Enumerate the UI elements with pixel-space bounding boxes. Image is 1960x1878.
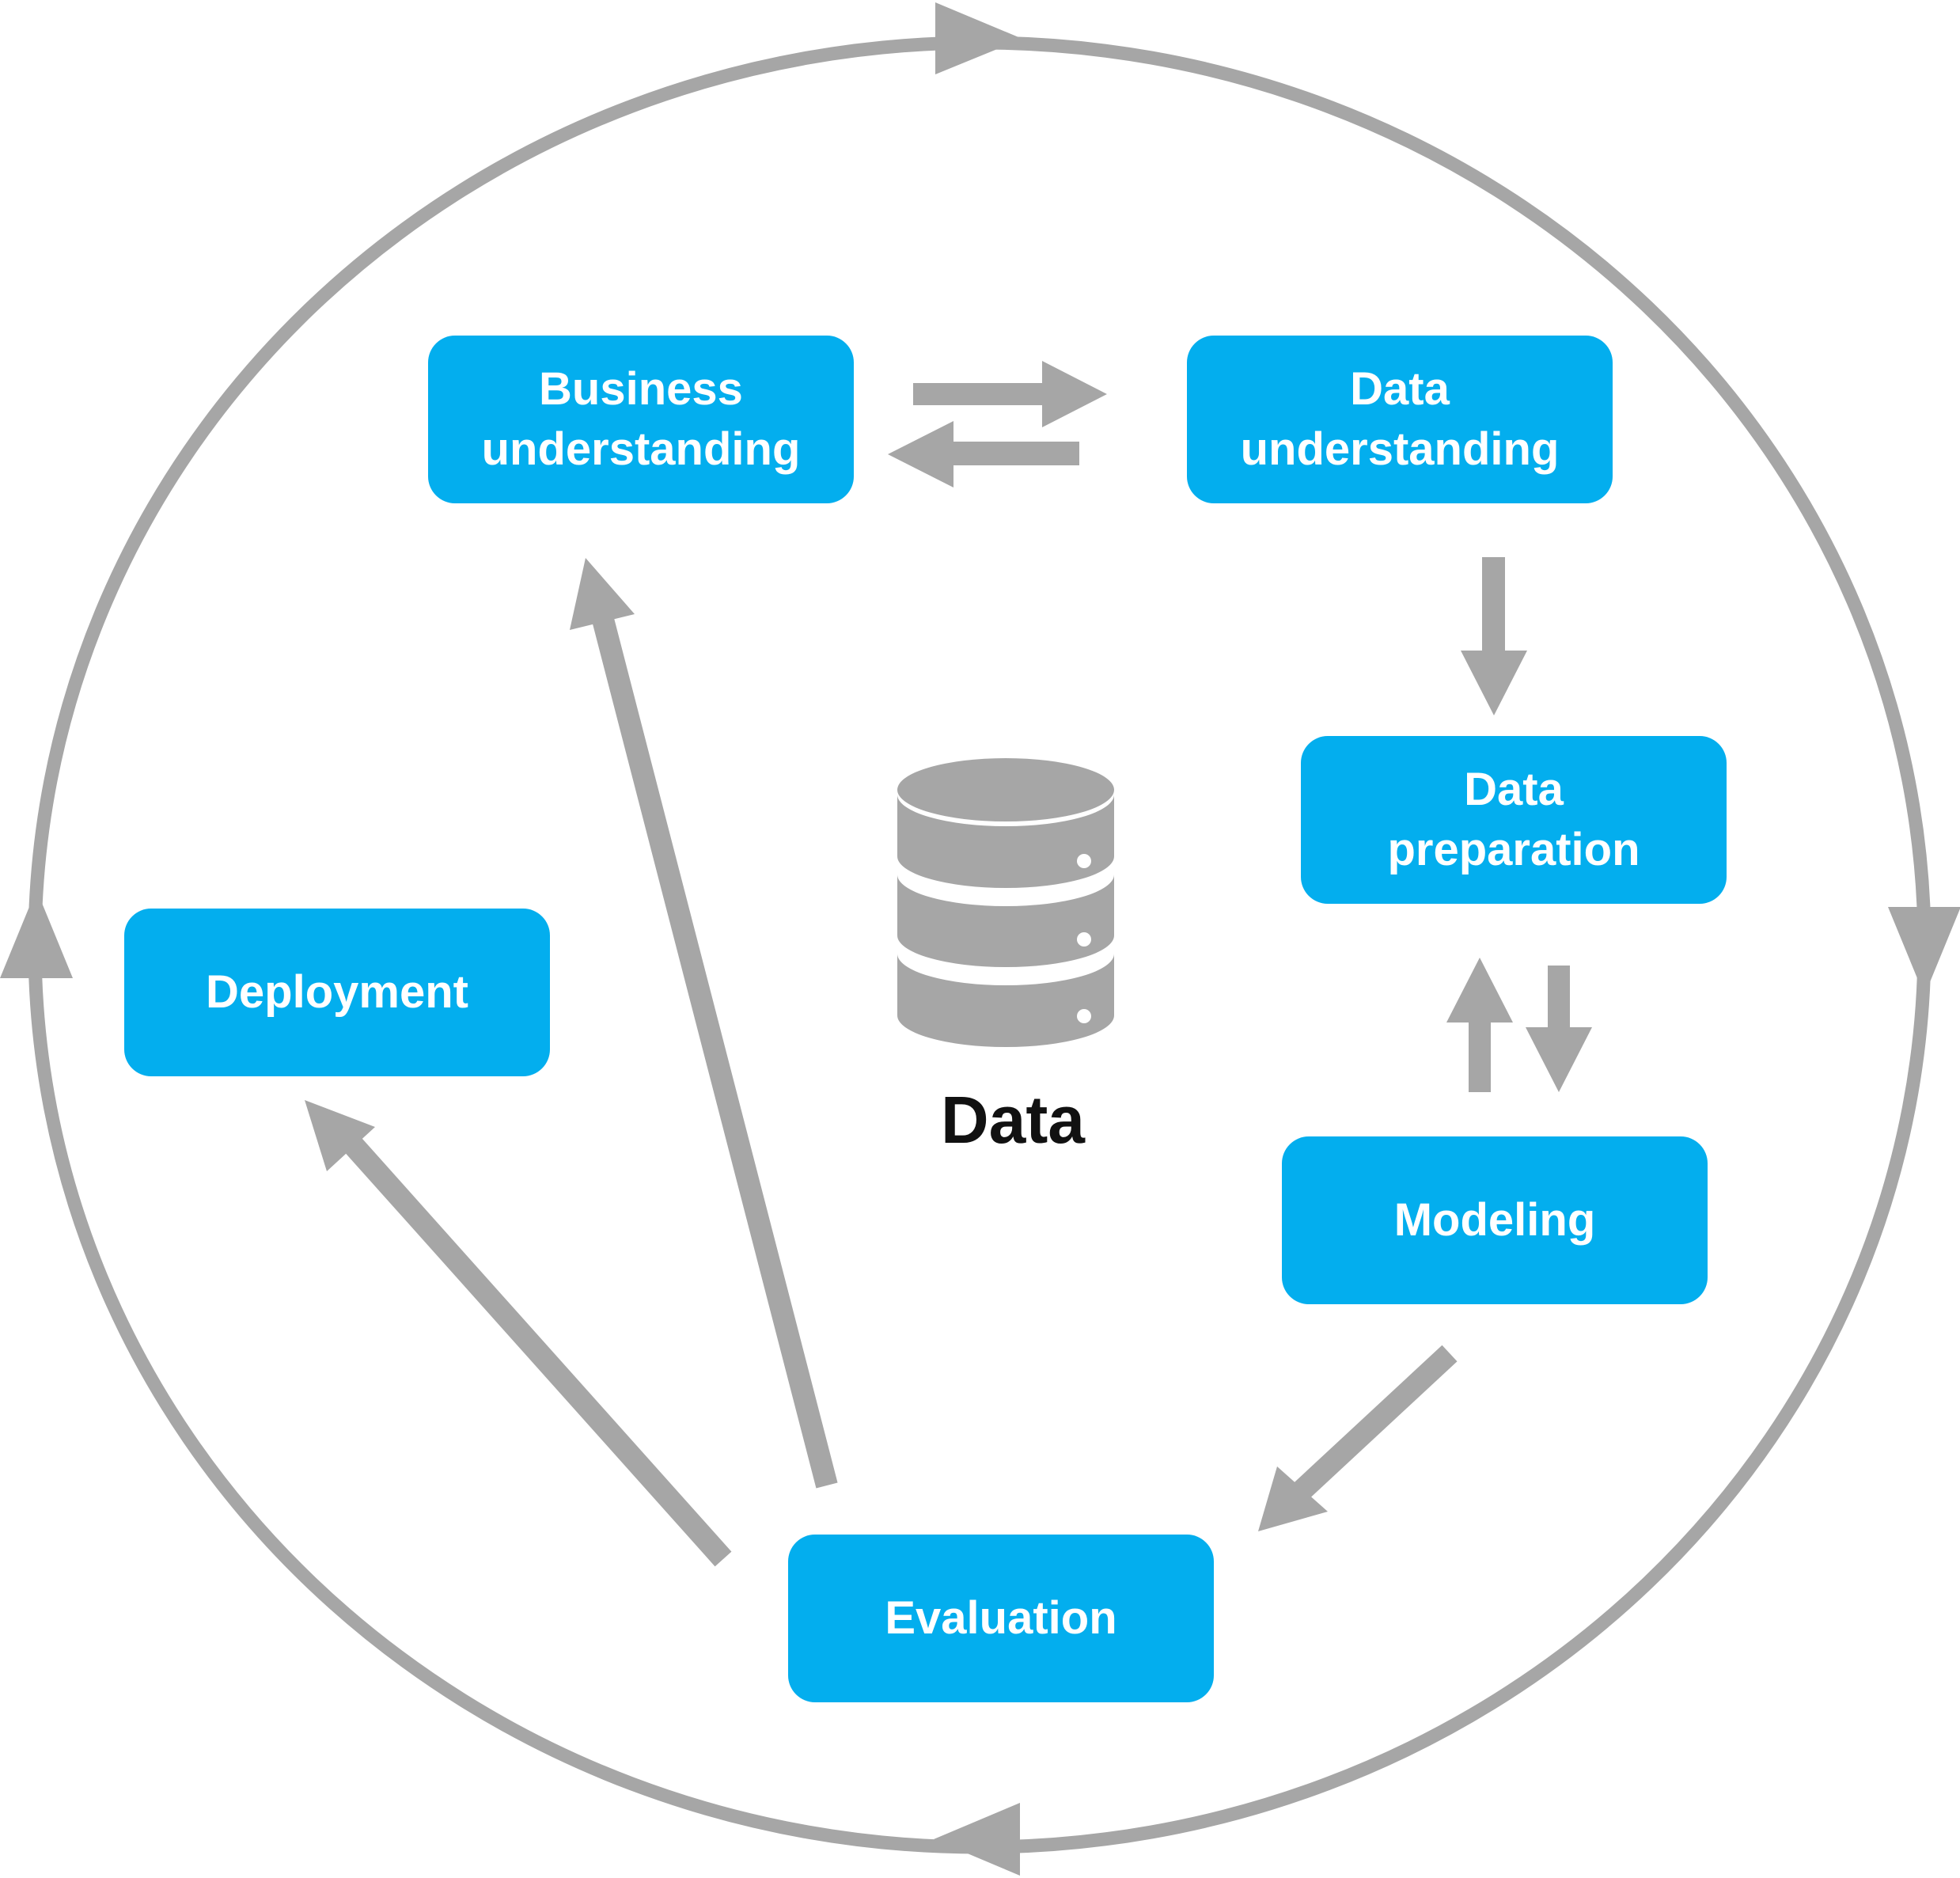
arrow-data-understanding-to-business bbox=[888, 421, 1079, 488]
phase-label: Evaluation bbox=[885, 1592, 1117, 1644]
phase-evaluation[interactable]: Evaluation bbox=[788, 1535, 1214, 1702]
cycle-arrowhead-left bbox=[0, 890, 73, 978]
phase-label: Data understanding bbox=[1240, 363, 1560, 475]
arrow-evaluation-to-business-head bbox=[570, 558, 635, 630]
database-icon bbox=[897, 758, 1114, 1047]
cycle-arrowhead-right bbox=[1888, 907, 1960, 996]
arrow-modeling-to-evaluation-shaft bbox=[1287, 1345, 1458, 1505]
phase-deployment[interactable]: Deployment bbox=[124, 909, 550, 1076]
cycle-arrowhead-top bbox=[935, 2, 1022, 74]
phase-data-preparation[interactable]: Data preparation bbox=[1301, 736, 1727, 904]
arrow-evaluation-to-deployment-head bbox=[305, 1100, 375, 1171]
phase-business-understanding[interactable]: Business understanding bbox=[428, 336, 854, 503]
arrow-evaluation-to-deployment-shaft bbox=[340, 1132, 732, 1567]
phase-label: Deployment bbox=[206, 966, 468, 1018]
arrow-preparation-to-modeling bbox=[1526, 966, 1592, 1092]
phase-label: Business understanding bbox=[481, 363, 801, 475]
phase-modeling[interactable]: Modeling bbox=[1282, 1136, 1708, 1304]
arrow-business-to-data-understanding bbox=[913, 361, 1107, 427]
arrow-data-understanding-to-preparation bbox=[1461, 557, 1527, 715]
phase-label: Modeling bbox=[1393, 1194, 1596, 1246]
phase-label: Data preparation bbox=[1387, 764, 1640, 875]
arrow-modeling-to-evaluation-head bbox=[1258, 1466, 1328, 1531]
center-data-label: Data bbox=[940, 1083, 1086, 1157]
arrow-evaluation-to-business-shaft bbox=[590, 610, 838, 1489]
phase-data-understanding[interactable]: Data understanding bbox=[1187, 336, 1613, 503]
arrow-modeling-to-preparation bbox=[1446, 958, 1513, 1092]
cycle-arrowhead-bottom bbox=[934, 1803, 1020, 1876]
